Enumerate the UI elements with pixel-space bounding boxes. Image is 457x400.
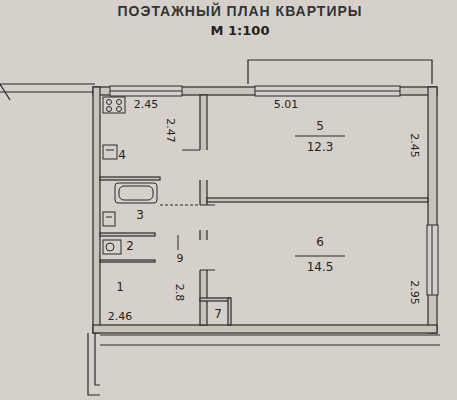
room: 2 xyxy=(100,236,200,260)
dimension: 5.01 xyxy=(274,99,299,110)
room-number: 1 xyxy=(116,281,124,293)
room-number: 4 xyxy=(118,149,126,161)
room-number: 2 xyxy=(126,240,134,252)
room-number: 5 xyxy=(316,120,324,132)
dimension: 2.47 xyxy=(165,118,176,143)
room: 7 xyxy=(203,301,228,325)
dimension: 2.45 xyxy=(134,99,159,110)
room-number: 3 xyxy=(136,209,144,221)
dimension: 2.46 xyxy=(108,311,133,322)
scale: М 1:100 xyxy=(211,24,270,37)
room-number: 7 xyxy=(214,308,222,320)
dimension: 9 xyxy=(177,253,184,264)
room: 512.3 xyxy=(207,95,428,198)
room: 3 xyxy=(100,180,200,233)
room-number: 6 xyxy=(316,236,324,248)
room-area: 14.5 xyxy=(307,261,334,273)
plan-title: ПОЭТАЖНЫЙ ПЛАН КВАРТИРЫ xyxy=(118,4,363,18)
room-area: 12.3 xyxy=(307,141,334,153)
room: 614.5 xyxy=(207,202,428,325)
dimension: 2.95 xyxy=(409,280,420,305)
dimension: 2.45 xyxy=(409,133,420,158)
dimension: 2.8 xyxy=(175,283,186,301)
